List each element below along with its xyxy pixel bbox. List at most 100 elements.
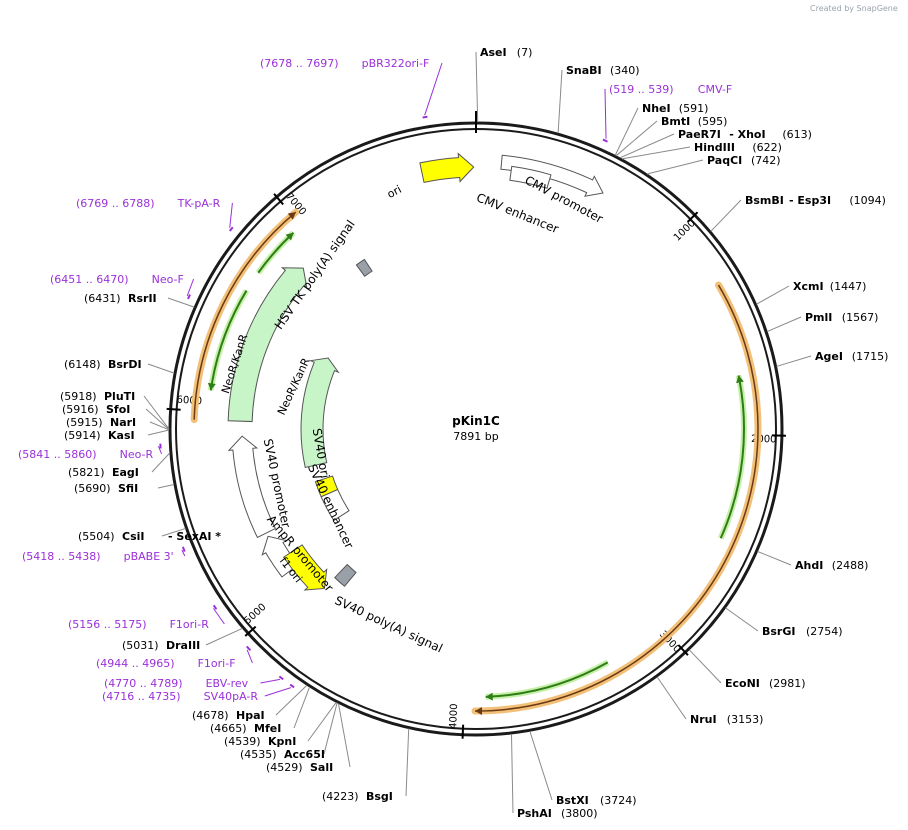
site-enzyme-name: PluTI <box>104 390 135 403</box>
site-enzyme-name: SnaBI <box>566 64 602 77</box>
site-position: (591) <box>679 102 709 115</box>
orf-green-1-arrow <box>736 375 744 384</box>
primer-leader-line <box>260 678 281 684</box>
site-leader-line <box>307 702 337 742</box>
site-enzyme-name: KasI <box>108 429 135 442</box>
site-leader-line <box>205 627 243 646</box>
site-enzyme-name: HpaI <box>236 709 265 722</box>
primer-leader-line <box>157 445 163 455</box>
site-position: (5916) <box>62 403 99 416</box>
site-label: (6431)RsrII <box>84 292 157 305</box>
site-enzyme-name: DraIII <box>166 639 200 652</box>
orf-green-1-line <box>719 375 745 539</box>
orf-green-1-band <box>717 374 747 540</box>
site-layer: AseI(7)SnaBI(340)NheI(591)BmtI(595)PaeR7… <box>60 46 888 820</box>
site-label: BmtI(595) <box>661 115 727 128</box>
primer-name: F1ori-R <box>170 618 210 631</box>
site-enzyme-name: MfeI <box>254 722 281 735</box>
site-leader-line <box>510 733 514 814</box>
site-enzyme-name: SalI <box>310 761 333 774</box>
site-leader-line <box>145 408 170 430</box>
site-leader-line <box>621 146 691 160</box>
site-position: (2488) <box>832 559 869 572</box>
site-enzyme-name: SfoI <box>106 403 130 416</box>
site-position: (3153) <box>727 713 764 726</box>
site-label: (5916) SfoI <box>62 403 130 416</box>
primer-leader-line <box>229 202 233 228</box>
label-sv40-polya: SV40 poly(A) signal <box>333 593 445 655</box>
site-enzyme-name: BsrGI <box>762 625 795 638</box>
site-label: (5918)PluTI <box>60 390 135 403</box>
site-position: (1715) <box>852 350 889 363</box>
site-position: (3800) <box>561 807 598 820</box>
site-label: NruI (3153) <box>690 713 763 726</box>
site-enzyme-name: EcoNI <box>725 677 760 690</box>
site-enzyme-name: EagI <box>112 466 139 479</box>
site-enzyme-name: SfiI <box>118 482 138 495</box>
site-enzyme-name: BmtI <box>661 115 690 128</box>
site-position: (5504) <box>78 530 115 543</box>
site-leader-line <box>167 297 195 308</box>
site-position: (340) <box>610 64 640 77</box>
site-enzyme-name: XcmI <box>793 280 824 293</box>
sv40-enhancer-block <box>320 488 350 522</box>
site-leader-line <box>337 703 351 768</box>
tick-mark <box>273 193 284 206</box>
primer-range: (6769 .. 6788) <box>76 197 155 210</box>
primer-mark <box>289 683 295 689</box>
site-label: XcmI (1447) <box>793 280 866 293</box>
site-enzyme-name: NruI <box>690 713 717 726</box>
site-label: BstXI(3724) <box>556 794 637 807</box>
primer-label: (4770 .. 4789)EBV-rev <box>104 677 249 690</box>
site-position: (2754) <box>806 625 843 638</box>
tick-mark <box>244 625 257 637</box>
primer-range: (5156 .. 5175) <box>68 618 147 631</box>
primer-mark <box>246 645 252 651</box>
sv40-promoter-arrow <box>227 435 276 539</box>
site-leader-line <box>656 676 687 720</box>
site-position: (1567) <box>842 311 879 324</box>
site-label: (4678)HpaI <box>192 709 265 722</box>
site-enzyme-name: AseI <box>480 46 507 59</box>
orf-green-left-a-arrow <box>207 382 216 391</box>
tick-mark <box>166 407 181 411</box>
site-enzyme-name2: - XhoI <box>729 128 765 141</box>
primer-name: SV40pA-R <box>204 690 259 703</box>
primer-label: (5841 .. 5860)Neo-R <box>18 448 153 461</box>
primer-leader-line <box>424 62 443 116</box>
site-leader-line <box>157 484 175 489</box>
neo-inner-arrow <box>300 357 340 469</box>
site-position: (7) <box>517 46 533 59</box>
site-label: (4665) MfeI <box>210 722 281 735</box>
site-label: PmlI(1567) <box>805 311 878 324</box>
orf-green-left-a-line <box>209 290 248 391</box>
orf-green-2-band <box>485 659 610 700</box>
site-leader-line <box>529 731 553 801</box>
primer-leader-line <box>264 687 292 697</box>
site-label: (4539)KpnI <box>224 735 296 748</box>
orf-green-left-b-arrow <box>285 232 294 241</box>
site-position: (613) <box>782 128 812 141</box>
site-leader-line <box>151 452 171 473</box>
site-label: PaeR7I- XhoI(613) <box>678 128 812 141</box>
site-label: HindIII(622) <box>694 141 782 154</box>
primer-leader-line <box>213 608 225 625</box>
ori-arrow <box>419 152 475 184</box>
tick-mark <box>461 724 465 739</box>
site-position: (4665) <box>210 722 247 735</box>
orf-layer <box>190 208 762 716</box>
primer-mark <box>278 675 284 681</box>
site-enzyme-name: NarI <box>110 416 136 429</box>
site-position: (1447) <box>830 280 867 293</box>
primer-range: (5418 .. 5438) <box>22 550 101 563</box>
site-enzyme-name: AhdI <box>795 559 823 572</box>
site-leader-line <box>557 69 563 134</box>
site-leader-line <box>614 107 639 156</box>
site-label: SnaBI (340) <box>566 64 640 77</box>
primer-leader-line <box>186 278 195 297</box>
site-enzyme-name: AgeI <box>815 350 843 363</box>
primer-label: (6451 .. 6470)Neo-F <box>50 273 184 286</box>
primer-name: Neo-F <box>152 273 184 286</box>
primer-range: (519 .. 539) <box>609 83 674 96</box>
site-label: PshAI(3800) <box>517 807 598 820</box>
